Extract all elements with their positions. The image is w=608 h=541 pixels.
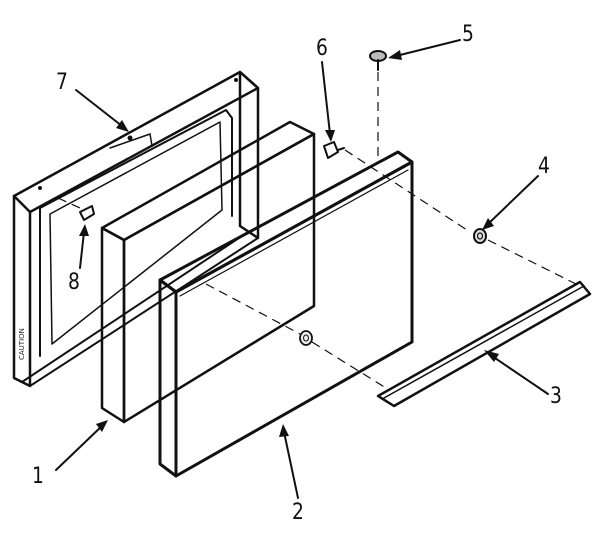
frame-caution-mark: CAUTION — [18, 328, 26, 360]
door-insulation-block — [100, 120, 316, 424]
callout-2: 2 — [292, 500, 304, 525]
callout-5: 5 — [462, 22, 474, 47]
stud-part-6 — [323, 141, 345, 159]
callout-1: 1 — [32, 464, 44, 489]
callout-6: 6 — [316, 36, 328, 61]
door-inner-frame — [12, 70, 260, 388]
callout-7: 7 — [56, 70, 68, 95]
panel-hole — [299, 330, 313, 346]
assembly-lines — [57, 72, 581, 389]
door-trim-strip — [376, 280, 592, 408]
callout-8: 8 — [68, 270, 80, 295]
leader-arrows — [55, 39, 549, 499]
nut-part-4 — [473, 228, 487, 244]
callout-4: 4 — [538, 154, 550, 179]
screw-part-5 — [369, 50, 387, 71]
callout-3: 3 — [550, 384, 562, 409]
outer-door-panel — [158, 150, 414, 478]
frame-clip — [79, 205, 95, 221]
